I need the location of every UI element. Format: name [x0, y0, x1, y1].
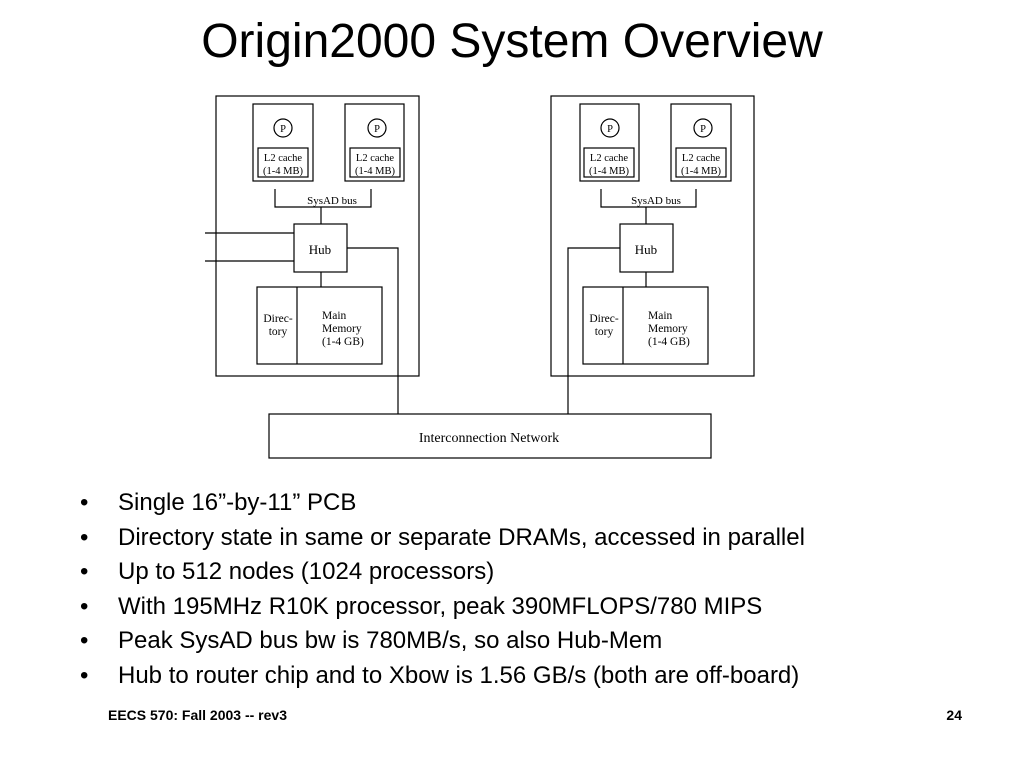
processor-2 [367, 118, 387, 138]
memory-block-left [256, 286, 383, 365]
network-link-left [347, 247, 399, 414]
bullet-dot-icon: • [80, 627, 89, 654]
processor-1 [273, 118, 293, 138]
interconnection-network [268, 413, 712, 459]
processor-module-4 [670, 103, 732, 182]
bullet-dot-icon: • [80, 661, 89, 689]
bullet-text: Directory state in same or separate DRAM… [118, 523, 805, 551]
bullet-text: With 195MHz R10K processor, peak 390MFLO… [118, 592, 763, 620]
bullet-item: • Single 16”-by-11” PCB [80, 486, 805, 521]
memory-block-right [582, 286, 709, 365]
processor-label: P [374, 124, 380, 135]
l2-cache-label: L2 cache [682, 153, 721, 164]
slide-title: Origin2000 System Overview [201, 15, 823, 68]
node-board-right [550, 95, 755, 377]
bullet-item: • Directory state in same or separate DRA… [80, 521, 805, 556]
bullet-dot-icon: • [80, 523, 89, 551]
memory-label: Memory [648, 323, 688, 335]
directory-label: tory [269, 326, 288, 338]
l2-cache-label: L2 cache [356, 153, 395, 164]
memory-size-label: (1-4 GB) [322, 336, 364, 348]
directory-label: tory [595, 326, 614, 338]
l2-cache-2 [349, 147, 401, 178]
l2-cache-label: L2 cache [590, 153, 629, 164]
bullet-item: • Peak SysAD bus bw is 780MB/s, so also H… [80, 624, 805, 659]
directory-label: Direc- [263, 313, 293, 325]
memory-label: Main [322, 310, 347, 322]
origin2000-block-diagram: P P L2 cache (1-4 MB) L2 cache (1-4 MB) … [205, 95, 755, 459]
bullet-text: Single 16”-by-11” PCB [118, 489, 357, 516]
l2-cache-1 [257, 147, 309, 178]
processor-module-1 [252, 103, 314, 182]
l2-cache-3 [583, 147, 635, 178]
sysad-bus-label: SysAD bus [307, 195, 357, 207]
footer-course-label: EECS 570: Fall 2003 -- rev3 [108, 707, 287, 723]
network-link-right [567, 247, 620, 414]
hub-label: Hub [309, 242, 331, 257]
page-number: 24 [946, 707, 962, 723]
bullet-text: Peak SysAD bus bw is 780MB/s, so also Hu… [118, 627, 663, 654]
sysad-bus-right [600, 189, 697, 208]
l2-cache-size-label: (1-4 MB) [589, 166, 629, 177]
bullet-dot-icon: • [80, 489, 89, 516]
hub-label: Hub [635, 242, 657, 257]
l2-cache-size-label: (1-4 MB) [263, 166, 303, 177]
processor-4 [693, 118, 713, 138]
memory-label: Main [648, 310, 673, 322]
memory-size-label: (1-4 GB) [648, 336, 690, 348]
l2-cache-size-label: (1-4 MB) [355, 166, 395, 177]
bullet-item: • Hub to router chip and to Xbow is 1.56 … [80, 659, 805, 694]
l2-cache-4 [675, 147, 727, 178]
processor-label: P [700, 124, 706, 135]
bullet-item: • Up to 512 nodes (1024 processors) [80, 555, 805, 590]
bullet-text: Up to 512 nodes (1024 processors) [118, 558, 495, 585]
sysad-bus-label: SysAD bus [631, 195, 681, 207]
l2-cache-size-label: (1-4 MB) [681, 166, 721, 177]
bullet-list: • Single 16”-by-11” PCB • Directory state … [80, 486, 805, 693]
processor-label: P [607, 124, 613, 135]
processor-module-2 [344, 103, 405, 182]
bullet-dot-icon: • [80, 592, 89, 620]
processor-3 [600, 118, 620, 138]
network-label: Interconnection Network [419, 431, 559, 446]
sysad-bus-left [274, 189, 372, 208]
directory-label: Direc- [589, 313, 619, 325]
processor-module-3 [579, 103, 640, 182]
bullet-item: • With 195MHz R10K processor, peak 390MFL… [80, 590, 805, 625]
bullet-dot-icon: • [80, 558, 89, 585]
memory-label: Memory [322, 323, 362, 335]
bullet-text: Hub to router chip and to Xbow is 1.56 G… [118, 661, 800, 689]
node-board-left [215, 95, 420, 377]
l2-cache-label: L2 cache [264, 153, 303, 164]
processor-label: P [280, 124, 286, 135]
